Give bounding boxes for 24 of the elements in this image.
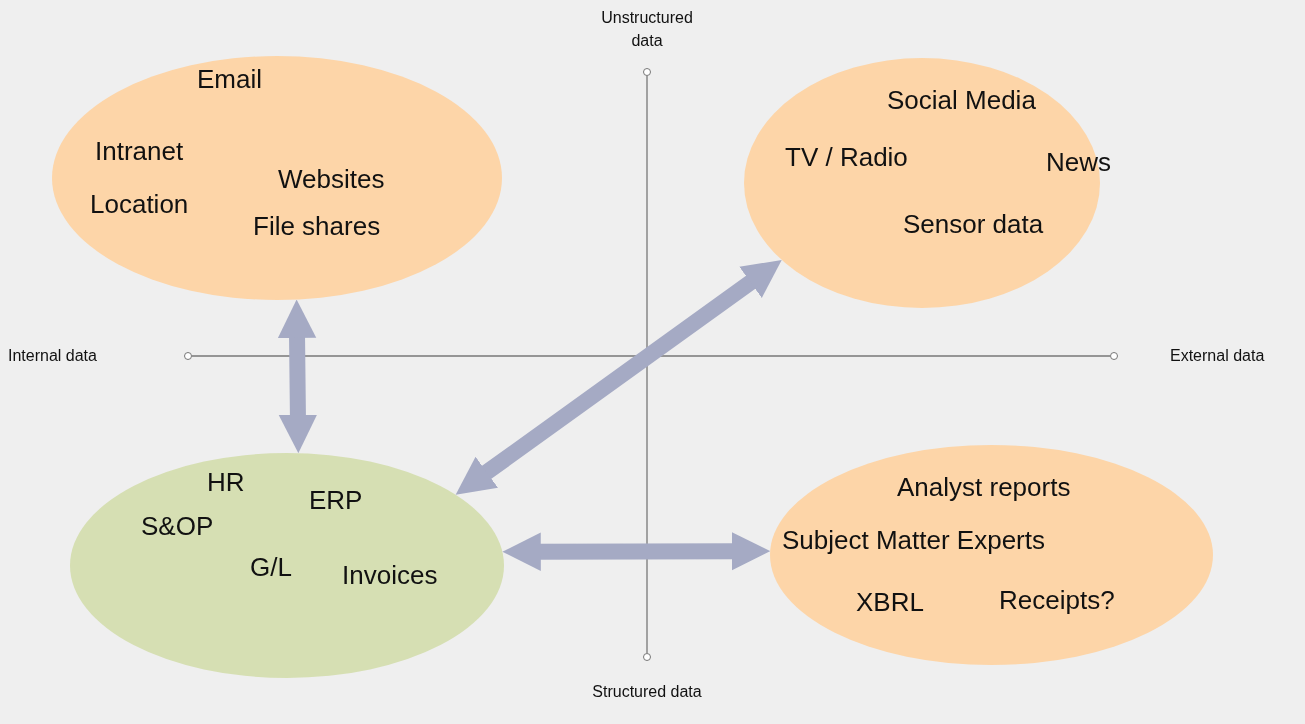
item-label: Websites <box>278 164 385 194</box>
item-label: S&OP <box>141 511 214 541</box>
item-label: News <box>1046 147 1111 177</box>
item-label: Sensor data <box>903 209 1044 239</box>
item-label: Social Media <box>887 85 1036 115</box>
item-label: XBRL <box>856 587 924 617</box>
item-label: Analyst reports <box>897 472 1071 502</box>
double-arrow <box>277 299 318 454</box>
item-label: Invoices <box>342 560 438 590</box>
axis-label: Structured data <box>591 682 703 702</box>
item-label: TV / Radio <box>785 142 908 172</box>
item-label: Location <box>90 189 189 219</box>
axis-label: Unstructured data <box>600 8 694 51</box>
item-label: ERP <box>309 485 363 515</box>
axis-label: Internal data <box>8 346 98 366</box>
item-label: G/L <box>250 552 292 582</box>
item-label: File shares <box>253 211 381 241</box>
item-label: Receipts? <box>999 585 1115 615</box>
double-arrow <box>502 532 771 571</box>
item-label: HR <box>207 467 245 497</box>
item-label: Email <box>197 64 262 94</box>
item-label: Intranet <box>95 136 184 166</box>
item-label: Subject Matter Experts <box>782 525 1045 555</box>
axis-label: External data <box>1170 346 1266 366</box>
